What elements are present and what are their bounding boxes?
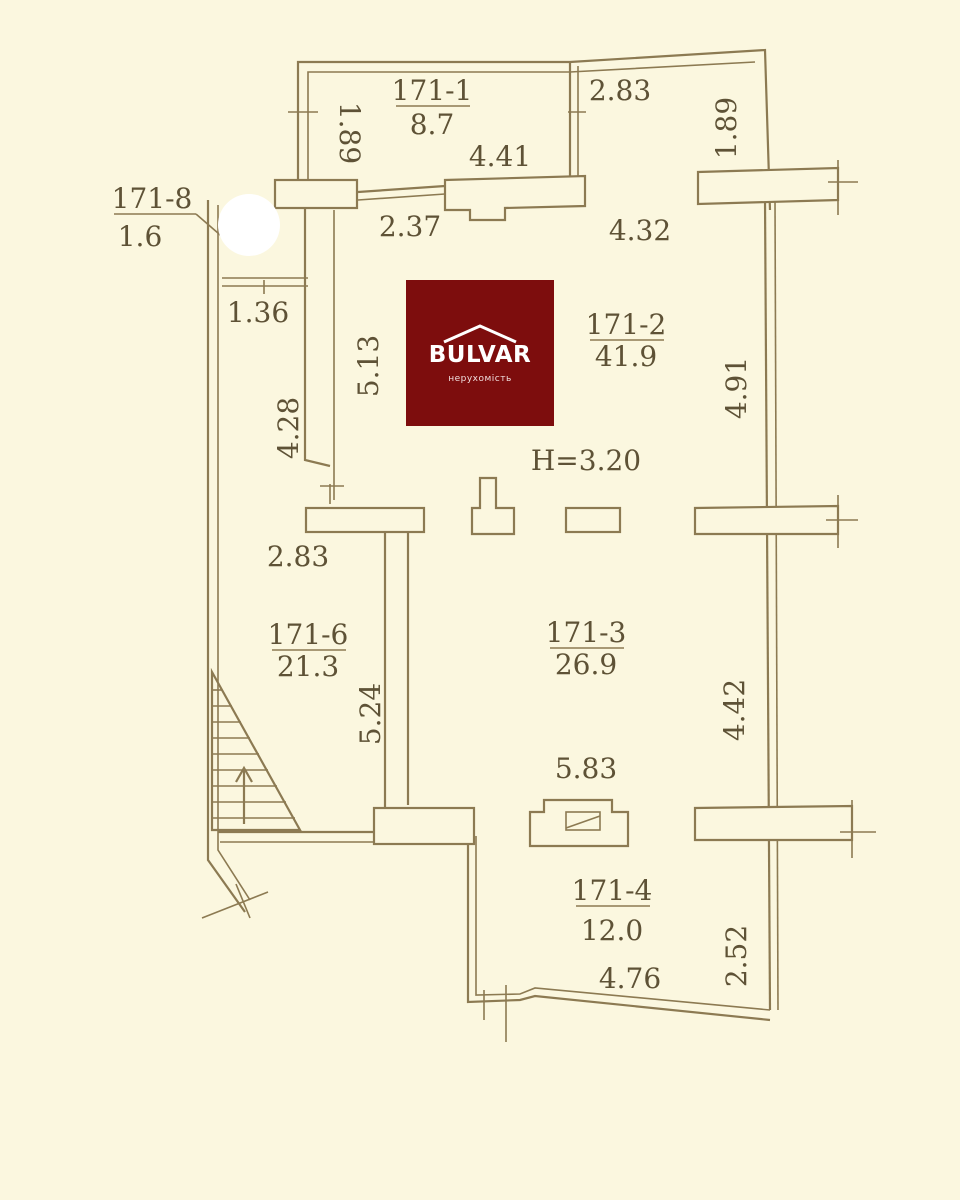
room-171-6: 171-6 21.3: [268, 618, 349, 683]
dimension-ticks: [201, 111, 876, 1042]
logo-subtitle: нерухомість: [448, 374, 512, 384]
bulvar-logo: BULVAR нерухомість: [406, 280, 554, 426]
room-171-4: 171-4 12.0: [572, 874, 653, 947]
dim-136: 1.36: [227, 296, 289, 329]
marker-dot: [218, 194, 280, 256]
room-code: 171-1: [392, 74, 473, 107]
room-code: 171-6: [268, 618, 349, 651]
room-171-2: 171-2 41.9: [586, 308, 667, 373]
room-171-3: 171-3 26.9: [546, 616, 627, 681]
dim-237: 2.37: [379, 210, 441, 243]
room-area: 41.9: [595, 340, 657, 373]
dim-428: 4.28: [272, 397, 305, 459]
dim-189-right: 1.89: [710, 97, 743, 159]
room-area: 26.9: [555, 648, 617, 681]
room-code: 171-4: [572, 874, 653, 907]
room-area: 8.7: [410, 108, 455, 141]
room-area: 1.6: [118, 220, 163, 253]
dim-442: 4.42: [718, 679, 751, 741]
logo-name: BULVAR: [428, 342, 532, 368]
dim-top-right: 2.83: [589, 74, 651, 107]
dim-583: 5.83: [555, 752, 617, 785]
dim-476: 4.76: [599, 962, 661, 995]
room-area: 12.0: [581, 914, 643, 947]
dim-189-left: 1.89: [333, 102, 366, 164]
dim-441: 4.41: [469, 140, 531, 173]
room-171-1: 171-1 8.7: [392, 74, 473, 141]
room-code: 171-2: [586, 308, 667, 341]
walls: [206, 48, 779, 1022]
ceiling-height-label: H=3.20: [531, 444, 641, 477]
room-code: 171-3: [546, 616, 627, 649]
dim-524: 5.24: [354, 683, 387, 745]
room-code: 171-8: [112, 182, 193, 215]
roof-icon: [443, 324, 517, 344]
staircase: [210, 667, 302, 832]
dim-283: 2.83: [267, 540, 329, 573]
dim-252: 2.52: [720, 925, 753, 987]
dim-513: 5.13: [352, 335, 385, 397]
dim-432: 4.32: [609, 214, 671, 247]
room-area: 21.3: [277, 650, 339, 683]
dimensions: 2.83 4.41 2.37 4.32 1.36 2.83 5.83 4.76 …: [227, 74, 753, 995]
dim-491: 4.91: [720, 357, 753, 419]
pillars: [273, 166, 854, 848]
room-171-8: 171-8 1.6: [112, 182, 227, 253]
